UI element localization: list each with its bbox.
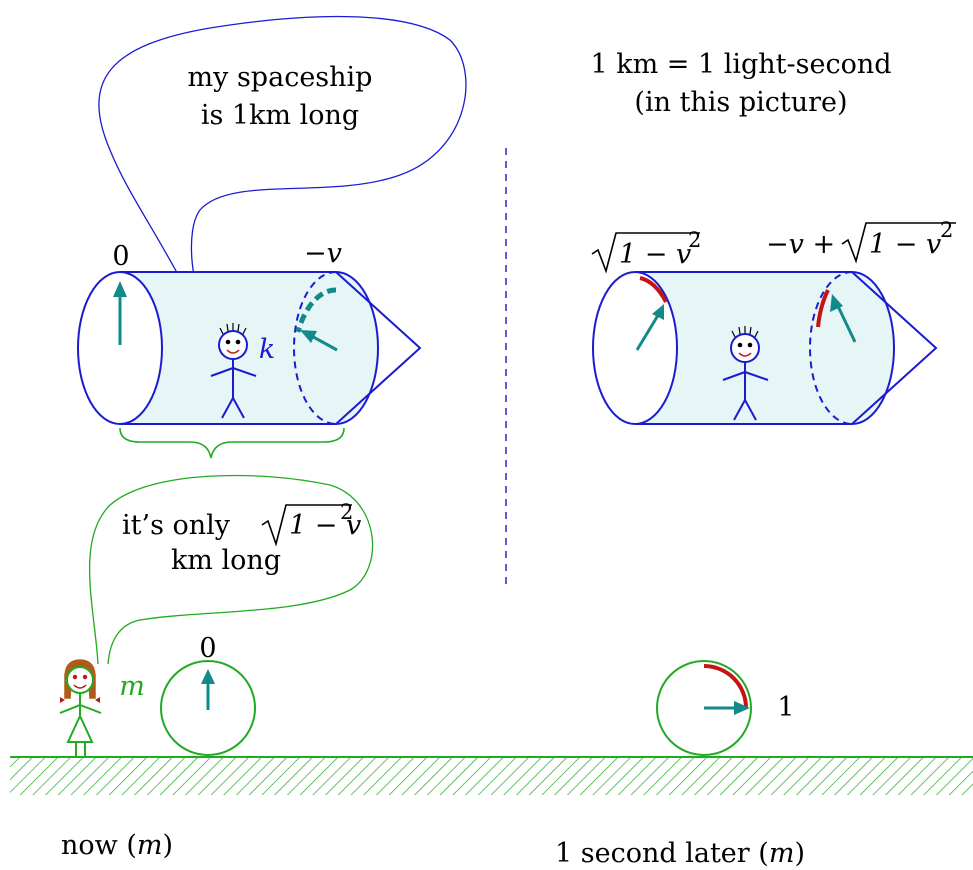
scale-note-line2: (in this picture) [634,87,847,118]
rear-clock-label-right: 1 − v 2 [591,228,701,274]
caption-left: now (m) [61,830,173,861]
front-clock-lag-arc [295,287,337,333]
sqrt-sign [261,504,352,547]
nose-cone-left [335,271,422,425]
ground-clock-right [656,660,752,756]
girl-figure-m [59,659,102,758]
length-brace [119,427,345,459]
bubble-k-line2: is 1km long [201,100,359,131]
nose-cone-right [851,271,938,425]
rear-clock-arc-right [639,276,668,303]
ground-clock-left-label: 0 [199,633,216,664]
speech-bubble-k [98,15,467,336]
stick-figure-k-later [722,326,769,421]
caption-right: 1 second later (m) [555,838,805,869]
rear-clock-label-right-exp: 2 [688,228,701,252]
front-clock-label-right-prefix: −v + [766,229,835,260]
rear-clock-hand-right [635,311,662,351]
bubble-m-line2: km long [171,545,281,576]
front-clock-label-right-exp: 2 [940,218,953,242]
front-clock-label-right-inner: 1 − v [869,229,941,260]
front-clock-label-left: −v [304,238,342,269]
bubble-m-line1: it’s only 1 − v 2 [122,500,361,547]
bubble-m-line1-prefix: it’s only [122,510,231,541]
caption-left-text: now [61,830,118,861]
front-clock-hand-right [834,301,857,343]
bubble-m-math-exp: 2 [340,500,353,524]
speech-bubble-m [88,474,374,665]
scale-note-line1: 1 km = 1 light-second [590,49,891,80]
ground-clock-right-label: 1 [777,692,794,723]
front-clock-face-right [809,271,853,425]
rear-clock-label-right-inner: 1 − v [619,239,691,270]
svg-text:now (m): now (m) [61,830,173,861]
bubble-k-line1: my spaceship [188,62,373,93]
rear-clock-label-left: 0 [112,241,129,272]
rear-clock-face-left [77,271,163,425]
svg-text:1 second later (m): 1 second later (m) [555,838,805,869]
ground [10,756,973,795]
ground-clock-left [160,660,256,756]
stick-figure-k [210,323,257,419]
observer-label-m: m [119,671,145,702]
front-clock-label-right: −v + 1 − v 2 [766,218,956,264]
spaceship-left: 0 −v [77,238,422,425]
caption-right-text: 1 second later [555,838,750,869]
observer-label-k: k [259,334,275,365]
bubble-m-math-inner: 1 − v [289,510,361,541]
caption-right-var: m [769,838,795,869]
front-clock-face-left [293,271,337,425]
front-clock-arc-right [816,289,830,328]
spaceship-right [592,271,938,425]
caption-left-var: m [137,830,163,861]
rear-clock-face-right [592,271,678,425]
